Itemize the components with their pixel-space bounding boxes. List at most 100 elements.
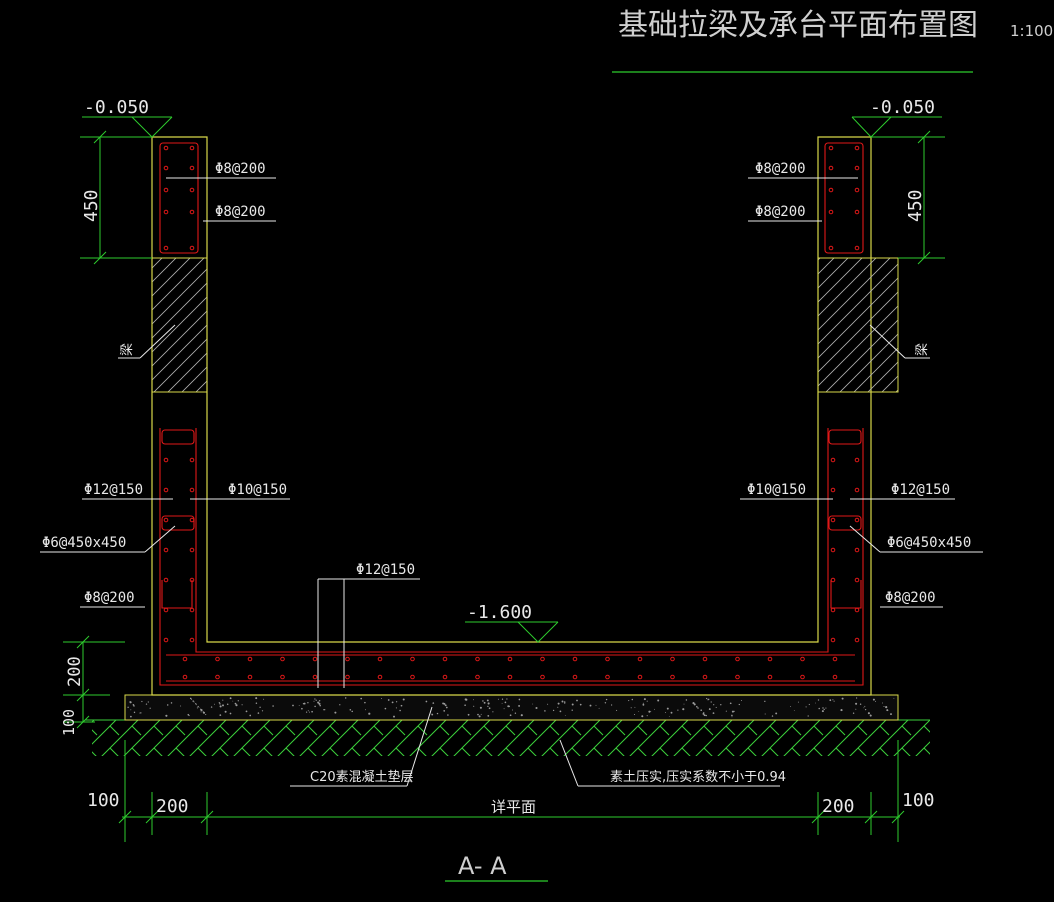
bedding-speck bbox=[700, 709, 702, 711]
bedding-speck bbox=[140, 712, 142, 714]
note-bedding: C20素混凝土垫层 bbox=[310, 769, 414, 785]
bedding-speck bbox=[443, 710, 446, 712]
bedding-speck bbox=[317, 701, 320, 704]
rebar-dot bbox=[832, 656, 838, 662]
bedding-speck bbox=[738, 703, 740, 706]
elevation-marker-right bbox=[851, 116, 942, 138]
bedding-speck bbox=[436, 712, 439, 715]
rebar-dot bbox=[830, 607, 836, 613]
bedding-speck bbox=[731, 714, 733, 717]
rebar-dot bbox=[830, 547, 836, 553]
bedding-speck bbox=[509, 714, 512, 717]
bedding-speck bbox=[503, 708, 505, 710]
dim-right-cap: 450 bbox=[905, 189, 926, 222]
rebar-dot bbox=[163, 487, 169, 493]
rebar-dot bbox=[735, 674, 740, 680]
bedding-speck bbox=[255, 702, 258, 704]
bedding-speck bbox=[729, 702, 732, 705]
bedding-speck bbox=[234, 702, 237, 705]
bedding-speck bbox=[482, 700, 484, 702]
bedding-speck bbox=[213, 703, 215, 705]
bedding-speck bbox=[249, 714, 252, 717]
bedding-speck bbox=[561, 700, 564, 703]
bedding-speck bbox=[351, 710, 353, 713]
bedding-speck bbox=[170, 702, 173, 704]
bedding-speck bbox=[241, 704, 243, 706]
rebar-dot bbox=[670, 674, 675, 680]
bedding-speck bbox=[643, 698, 646, 701]
rebar-dot bbox=[830, 517, 836, 523]
bedding-speck bbox=[127, 706, 129, 709]
rebar-dot bbox=[767, 674, 773, 680]
bedding-speck bbox=[883, 705, 885, 708]
bedding-speck bbox=[261, 710, 264, 712]
bedding-speck bbox=[219, 705, 222, 708]
bedding-speck bbox=[829, 699, 832, 702]
bedding-speck bbox=[630, 707, 632, 709]
bedding-speck bbox=[504, 701, 507, 704]
label-left-cap-upper: Φ8@200 bbox=[215, 161, 266, 177]
bedding-speck bbox=[130, 715, 132, 718]
rebar-dot bbox=[540, 656, 545, 662]
bedding-speck bbox=[512, 709, 513, 711]
rebar-dot bbox=[637, 656, 643, 662]
rebar-dot bbox=[637, 674, 643, 680]
rebar-dot bbox=[189, 577, 195, 583]
bedding-speck bbox=[863, 707, 865, 709]
label-left-tie: Φ6@450x450 bbox=[42, 535, 126, 551]
rebar-dot bbox=[854, 165, 860, 171]
bedding-speck bbox=[307, 702, 309, 704]
rebar-dot bbox=[163, 577, 169, 583]
bedding-speck bbox=[518, 704, 521, 707]
bedding-speck bbox=[222, 704, 224, 707]
section-label: A- A bbox=[458, 852, 507, 880]
bedding-speck bbox=[425, 700, 428, 703]
bedding-speck bbox=[771, 715, 774, 717]
rebar-dot bbox=[189, 245, 195, 251]
bedding-speck bbox=[188, 715, 190, 717]
bedding-speck bbox=[852, 712, 855, 714]
rebar-dot bbox=[828, 145, 834, 151]
dim-bottom-right-wall: 200 bbox=[822, 796, 855, 817]
bedding-speck bbox=[642, 702, 644, 704]
bedding-speck bbox=[677, 709, 679, 711]
bedding-speck bbox=[229, 697, 232, 700]
dim-bottom-center: 详平面 bbox=[491, 798, 536, 816]
rebar-dot bbox=[572, 656, 578, 662]
label-right-wall-outer: Φ12@150 bbox=[891, 482, 950, 498]
bedding-speck bbox=[166, 704, 169, 706]
bedding-speck bbox=[579, 703, 582, 706]
bedding-speck bbox=[642, 703, 645, 706]
bedding-speck bbox=[705, 714, 707, 717]
dim-bottom-left-wall: 200 bbox=[156, 796, 189, 817]
bedding-speck bbox=[464, 704, 466, 706]
rebar-dot bbox=[475, 674, 480, 680]
bedding-speck bbox=[855, 697, 858, 699]
drawing-scale: 1:100 bbox=[1010, 22, 1053, 40]
bedding-speck bbox=[887, 709, 889, 712]
bedding-speck bbox=[693, 703, 696, 706]
bedding-speck bbox=[431, 713, 434, 716]
bedding-speck bbox=[447, 714, 449, 716]
bedding-speck bbox=[764, 700, 766, 703]
bedding-speck bbox=[226, 703, 229, 705]
bedding-speck bbox=[821, 710, 824, 713]
bedding-speck bbox=[682, 708, 685, 711]
bedding-speck bbox=[501, 698, 504, 700]
label-left-wall-inner: Φ10@150 bbox=[228, 482, 287, 498]
rebar-dot bbox=[828, 245, 834, 251]
rebar-dot bbox=[828, 165, 834, 171]
bedding-speck bbox=[218, 702, 221, 704]
bedding-speck bbox=[141, 700, 143, 703]
rebar-dot bbox=[828, 187, 834, 193]
bedding-speck bbox=[855, 702, 858, 705]
bedding-speck bbox=[180, 705, 182, 707]
label-right-tie: Φ6@450x450 bbox=[887, 535, 971, 551]
bedding-speck bbox=[571, 703, 574, 706]
rebar-dot bbox=[702, 674, 708, 680]
rebar-dot bbox=[854, 209, 860, 215]
rebar-dot bbox=[312, 656, 318, 662]
bedding-speck bbox=[219, 714, 222, 716]
rebar-dot bbox=[605, 674, 610, 680]
left-beam bbox=[151, 257, 208, 393]
